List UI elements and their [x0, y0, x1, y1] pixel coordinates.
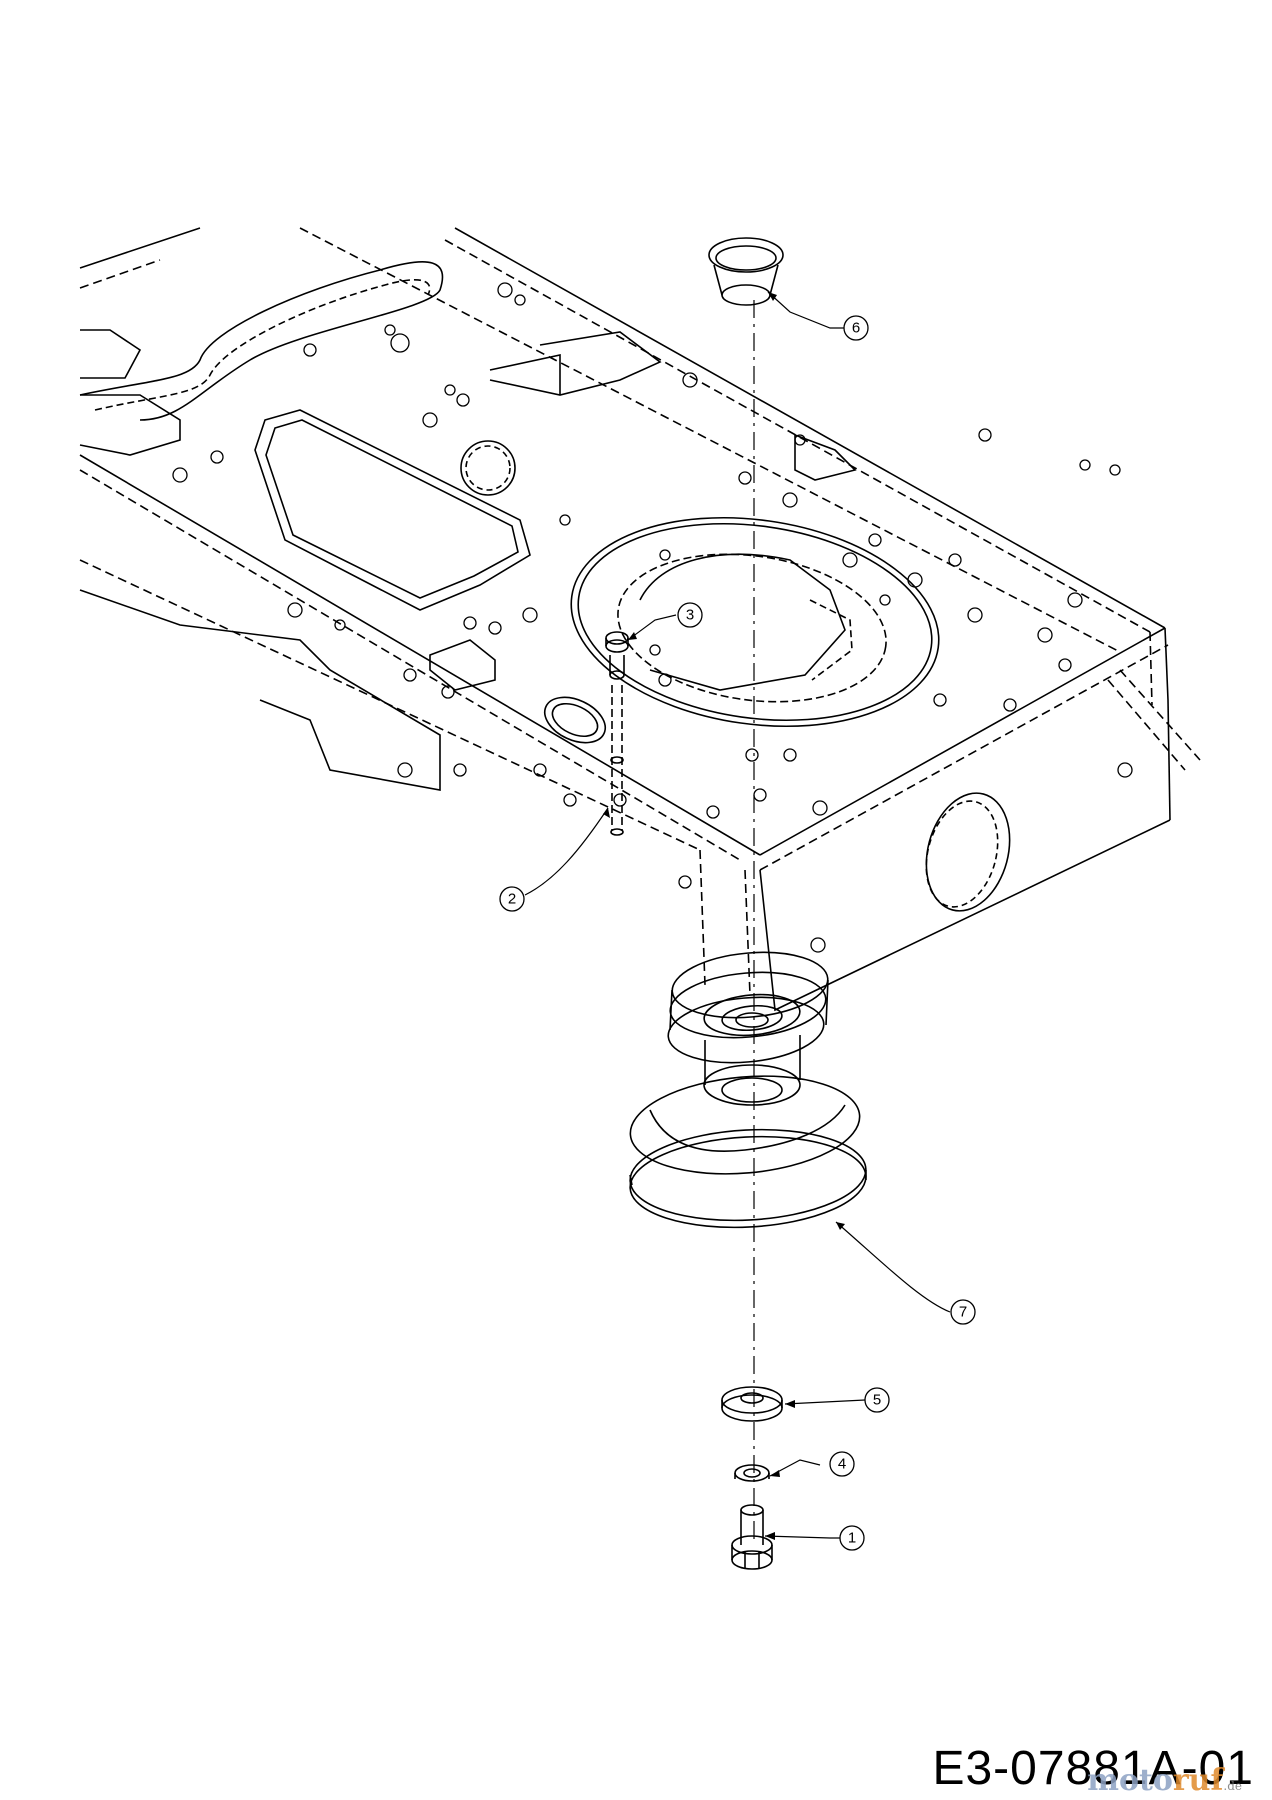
watermark-main: moto: [1087, 1763, 1173, 1798]
svg-text:2: 2: [508, 891, 516, 908]
callout-3[interactable]: 3: [677, 602, 703, 628]
part-7-pulley: [629, 951, 867, 1229]
svg-text:6: 6: [852, 320, 860, 337]
watermark-suffix: .de: [1223, 1779, 1242, 1793]
callout-2[interactable]: 2: [499, 886, 525, 912]
part-2-stud: [610, 685, 624, 836]
watermark-accent: ruf: [1172, 1763, 1224, 1798]
drawing-code-label: E3-07881A-01: [932, 1742, 1254, 1795]
leader-lines: [524, 291, 951, 1539]
callout-1[interactable]: 1: [839, 1525, 865, 1551]
callout-5[interactable]: 5: [864, 1387, 890, 1413]
part-4-lock-washer: [734, 1464, 770, 1482]
callout-6[interactable]: 6: [843, 315, 869, 341]
svg-text:4: 4: [838, 1456, 846, 1473]
svg-text:5: 5: [873, 1392, 881, 1409]
part-5-washer: [721, 1386, 783, 1422]
part-1-bolt: [731, 1504, 773, 1570]
part-6-bushing: [708, 237, 784, 306]
callout-4[interactable]: 4: [829, 1451, 855, 1477]
frame-plate: [79, 227, 1201, 1012]
pulley-mount-ring: [570, 516, 940, 728]
part-3-nut: [605, 631, 629, 680]
svg-text:1: 1: [848, 1530, 856, 1547]
callout-7[interactable]: 7: [950, 1299, 976, 1325]
watermark-logo: motoruf.de: [1087, 1763, 1242, 1798]
svg-text:7: 7: [959, 1304, 967, 1321]
svg-text:3: 3: [686, 607, 694, 624]
